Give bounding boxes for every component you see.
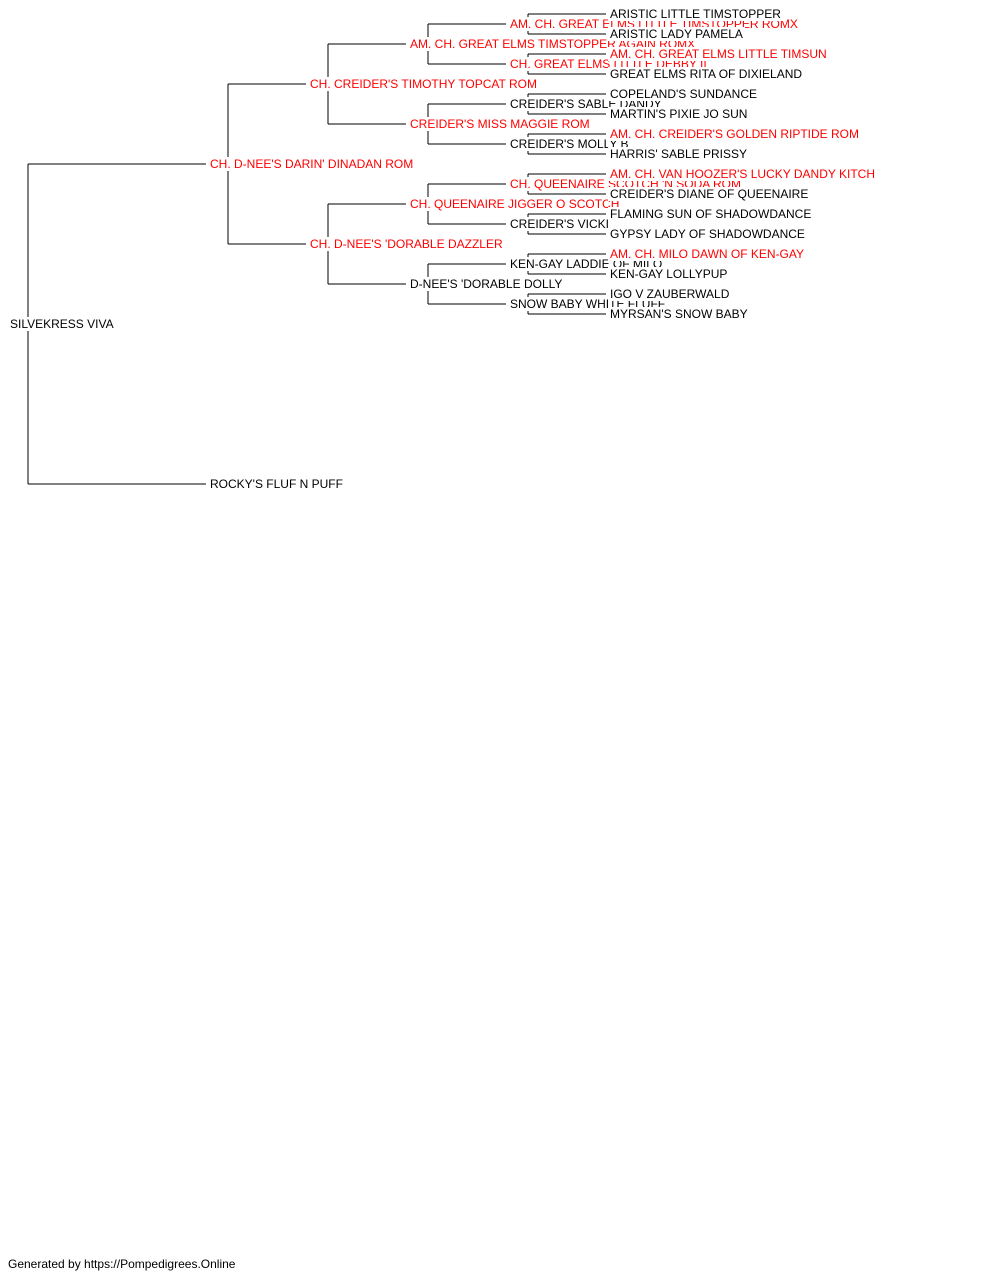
- ancestor-name: ROCKY'S FLUF N PUFF: [208, 477, 345, 491]
- ancestor-name: AM. CH. VAN HOOZER'S LUCKY DANDY KITCH: [608, 167, 878, 181]
- ancestor-name: CH. D-NEE'S DARIN' DINADAN ROM: [208, 157, 416, 171]
- ancestor-name: GYPSY LADY OF SHADOWDANCE: [608, 227, 807, 241]
- generated-by-footer: Generated by https://Pompedigrees.Online: [8, 1257, 236, 1271]
- ancestor-name: GREAT ELMS RITA OF DIXIELAND: [608, 67, 805, 81]
- ancestor-name: ARISTIC LADY PAMELA: [608, 27, 745, 41]
- ancestor-name: IGO V ZAUBERWALD: [608, 287, 732, 301]
- ancestor-name: CREIDER'S DIANE OF QUEENAIRE: [608, 187, 811, 201]
- ancestor-name: D-NEE'S 'DORABLE DOLLY: [408, 277, 565, 291]
- ancestor-name: ARISTIC LITTLE TIMSTOPPER: [608, 7, 783, 21]
- ancestor-name: HARRIS' SABLE PRISSY: [608, 147, 750, 161]
- ancestor-name: AM. CH. MILO DAWN OF KEN-GAY: [608, 247, 807, 261]
- ancestor-name: CREIDER'S MISS MAGGIE ROM: [408, 117, 592, 131]
- ancestor-name: AM. CH. GREAT ELMS LITTLE TIMSUN: [608, 47, 829, 61]
- ancestor-name: CH. QUEENAIRE JIGGER O SCOTCH: [408, 197, 622, 211]
- ancestor-name: CH. D-NEE'S 'DORABLE DAZZLER: [308, 237, 505, 251]
- ancestor-name: CH. CREIDER'S TIMOTHY TOPCAT ROM: [308, 77, 539, 91]
- subject-dog-name: SILVEKRESS VIVA: [8, 317, 116, 331]
- ancestor-name: KEN-GAY LOLLYPUP: [608, 267, 730, 281]
- ancestor-name: COPELAND'S SUNDANCE: [608, 87, 759, 101]
- ancestor-name: AM. CH. CREIDER'S GOLDEN RIPTIDE ROM: [608, 127, 861, 141]
- ancestor-name: CREIDER'S VICKI: [508, 217, 611, 231]
- ancestor-name: MARTIN'S PIXIE JO SUN: [608, 107, 750, 121]
- ancestor-name: CREIDER'S MOLLY B: [508, 137, 631, 151]
- ancestor-name: FLAMING SUN OF SHADOWDANCE: [608, 207, 814, 221]
- ancestor-name: MYRSAN'S SNOW BABY: [608, 307, 750, 321]
